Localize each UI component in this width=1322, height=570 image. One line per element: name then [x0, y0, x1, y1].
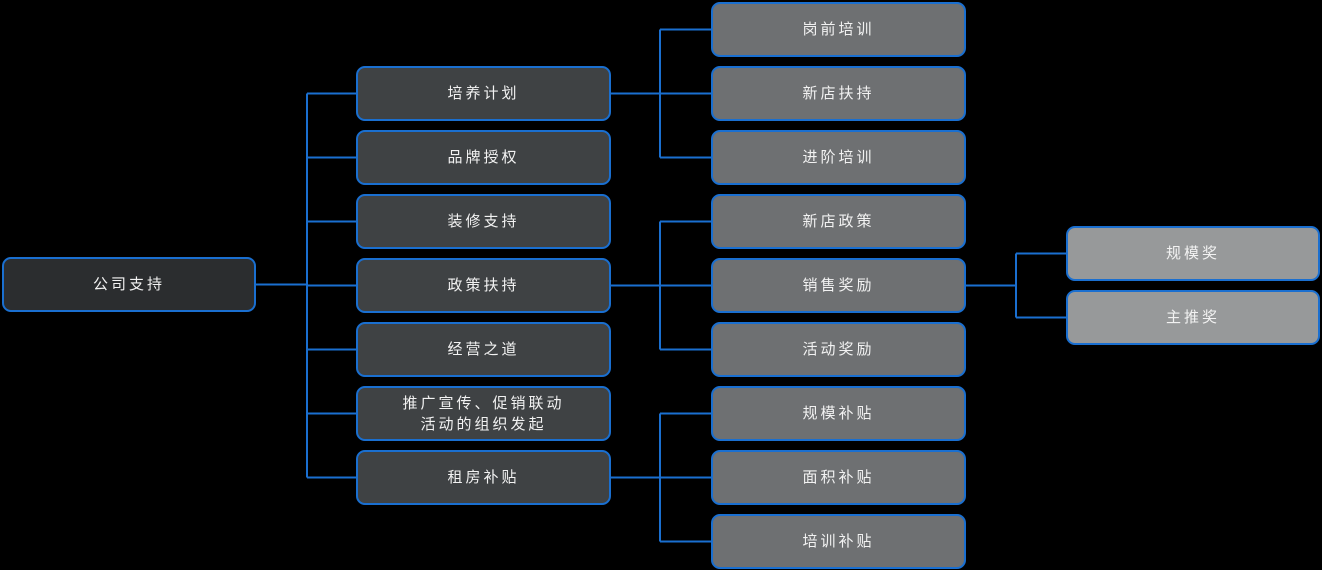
node-policy-support[interactable]: 政策扶持	[356, 258, 611, 313]
node-new-store-policy[interactable]: 新店政策	[711, 194, 966, 249]
node-training-plan[interactable]: 培养计划	[356, 66, 611, 121]
node-area-subsidy[interactable]: 面积补贴	[711, 450, 966, 505]
node-company-support[interactable]: 公司支持	[2, 257, 256, 312]
node-new-store-support[interactable]: 新店扶持	[711, 66, 966, 121]
node-promotion-organization[interactable]: 推广宣传、促销联动 活动的组织发起	[356, 386, 611, 441]
node-activity-incentive[interactable]: 活动奖励	[711, 322, 966, 377]
node-business-knowhow[interactable]: 经营之道	[356, 322, 611, 377]
node-decoration-support[interactable]: 装修支持	[356, 194, 611, 249]
node-main-promotion-award[interactable]: 主推奖	[1066, 290, 1320, 345]
node-scale-subsidy[interactable]: 规模补贴	[711, 386, 966, 441]
node-sales-incentive[interactable]: 销售奖励	[711, 258, 966, 313]
node-rent-subsidy[interactable]: 租房补贴	[356, 450, 611, 505]
node-advanced-training[interactable]: 进阶培训	[711, 130, 966, 185]
node-scale-award[interactable]: 规模奖	[1066, 226, 1320, 281]
node-training-subsidy[interactable]: 培训补贴	[711, 514, 966, 569]
node-brand-authorization[interactable]: 品牌授权	[356, 130, 611, 185]
node-pre-job-training[interactable]: 岗前培训	[711, 2, 966, 57]
